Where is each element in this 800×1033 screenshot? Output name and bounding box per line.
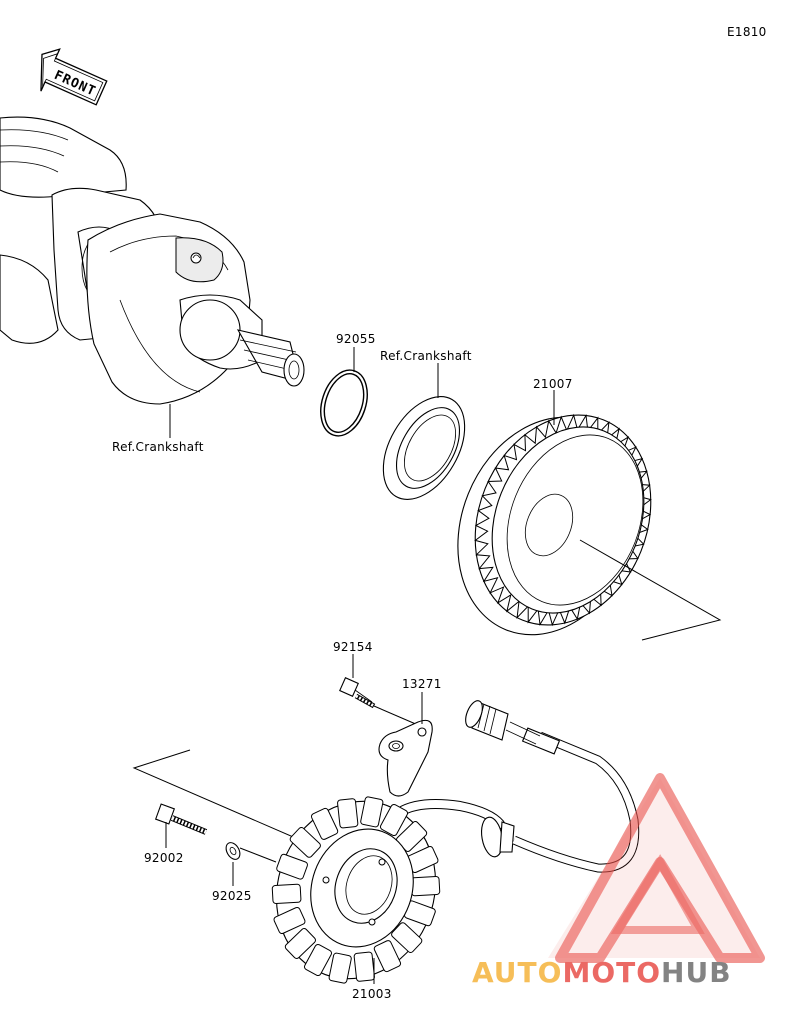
stator-coil [284, 928, 316, 959]
p13271-label: 13271 [402, 677, 442, 691]
stator-coil [273, 906, 306, 935]
rotor-21007 [457, 413, 652, 636]
p92154-label: 92154 [333, 640, 373, 654]
stator-coil [303, 943, 333, 977]
crankshaft-washer [382, 396, 466, 500]
stator-coil [289, 826, 321, 858]
p21007-label: 21007 [533, 377, 573, 391]
p92025-label: 92025 [212, 889, 252, 903]
o-ring-92055 [320, 369, 368, 437]
automotohub-watermark-logo: AUTOMOTOHUB [472, 773, 765, 989]
stator-21003 [271, 796, 441, 984]
watermark-hub: HUB [661, 956, 732, 989]
watermark-auto: AUTO [472, 956, 562, 989]
wiring-harness [395, 700, 640, 873]
plate-13271 [378, 719, 433, 797]
p92002-label: 92002 [144, 851, 184, 865]
stator-coil [360, 796, 384, 828]
stator-coil [276, 853, 308, 880]
washer-axis-line [239, 847, 277, 863]
stator-coil [328, 952, 352, 984]
washer-92025 [225, 842, 241, 860]
stator-coil [310, 807, 339, 840]
bolt-92002 [154, 803, 208, 835]
stator-coil [391, 922, 423, 954]
stator-coil [353, 951, 375, 982]
bolt-axis-line [373, 705, 419, 726]
rotor-axis-line [579, 539, 722, 641]
stator-coil [373, 940, 402, 973]
ref-crankshaft-bottom-label: Ref.Crankshaft [112, 440, 204, 454]
stator-axis-line [132, 749, 315, 847]
p92055-label: 92055 [336, 332, 376, 346]
stator-coil [337, 798, 359, 829]
diagram-code: E1810 [727, 25, 767, 39]
bolt-92154 [339, 677, 376, 709]
stator-coil [271, 883, 302, 905]
svg-text:AUTOMOTOHUB: AUTOMOTOHUB [472, 956, 732, 989]
p21003-label: 21003 [352, 987, 392, 1001]
watermark-moto: MOTO [562, 956, 661, 989]
ref-crankshaft-top-label: Ref.Crankshaft [380, 349, 472, 363]
front-arrow-icon: FRONT [40, 48, 108, 106]
stator-coil [379, 803, 409, 837]
crankshaft-illustration [0, 116, 305, 405]
stator-coil [410, 875, 441, 897]
